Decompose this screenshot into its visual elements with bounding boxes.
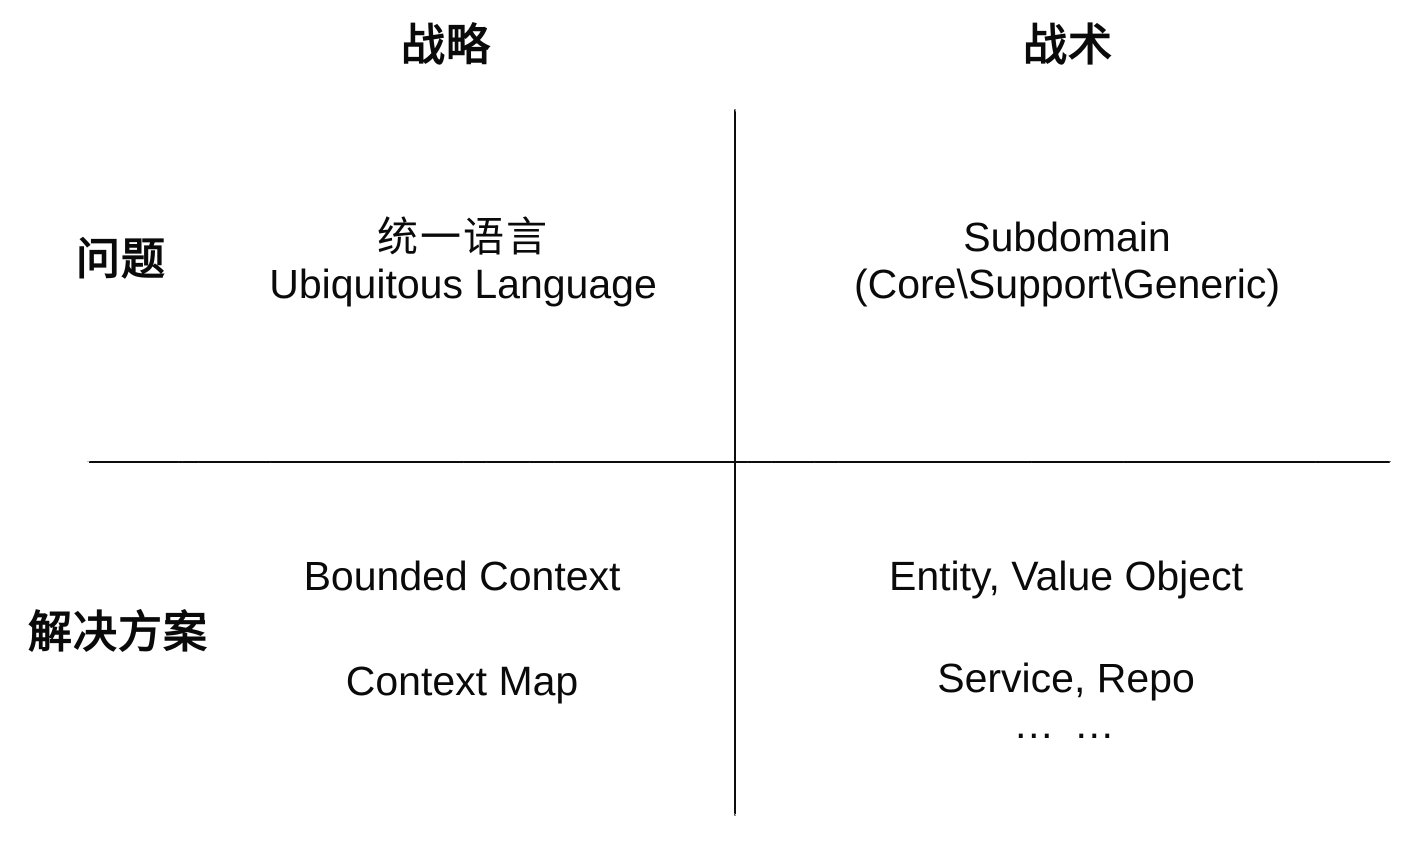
quadrant-problem-tactics: Subdomain (Core\Support\Generic) xyxy=(854,214,1280,307)
horizontal-divider xyxy=(89,458,1390,466)
quadrant-solution-tactics-line2: Service, Repo xyxy=(937,654,1195,701)
quadrant-solution-strategy: Bounded Context Context Map xyxy=(304,553,621,704)
quadrant-solution-strategy-line2: Context Map xyxy=(345,657,579,704)
quadrant-problem-tactics-line2: (Core\Support\Generic) xyxy=(853,260,1281,307)
quadrant-problem-tactics-line1: Subdomain xyxy=(963,214,1171,260)
quadrant-solution-tactics-line3: … … xyxy=(1013,701,1119,748)
quadrant-solution-strategy-line1: Bounded Context xyxy=(303,553,621,599)
quadrant-solution-tactics-line1: Entity, Value Object xyxy=(889,553,1243,599)
row-header-solution: 解决方案 xyxy=(28,608,208,657)
quadrant-problem-strategy-line2: Ubiquitous Language xyxy=(269,260,657,307)
quadrant-problem-strategy-line1: 统一语言 xyxy=(376,214,549,260)
row-header-problem: 问题 xyxy=(76,235,166,284)
vertical-divider xyxy=(731,110,739,815)
quadrant-problem-strategy: 统一语言 Ubiquitous Language xyxy=(269,214,657,307)
column-header-tactics: 战术 xyxy=(1023,21,1113,70)
column-header-strategy: 战略 xyxy=(401,21,491,70)
quadrant-solution-tactics: Entity, Value Object Service, Repo … … xyxy=(889,553,1243,748)
